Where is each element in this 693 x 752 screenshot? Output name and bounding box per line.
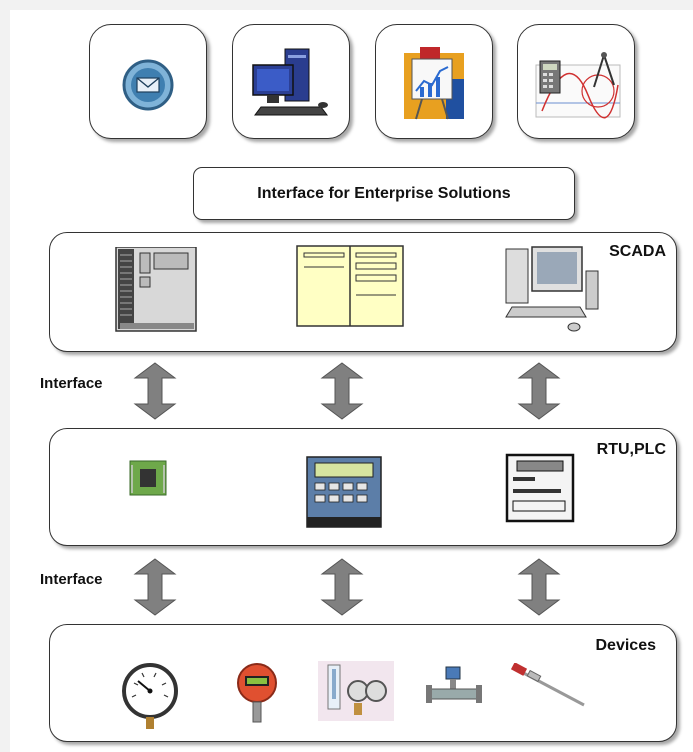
double-arrow-icon: [133, 362, 177, 420]
enterprise-interface-banner: Interface for Enterprise Solutions: [193, 167, 575, 220]
circuit-chip-icon: [129, 460, 167, 496]
scada-layer: SCADA: [49, 232, 677, 352]
interface-label-lower: Interface: [40, 571, 103, 588]
pressure-gauge-icon: [122, 663, 178, 729]
double-arrow-icon: [517, 362, 561, 420]
rtu-panel-icon: [505, 453, 575, 523]
calculator-graph-icon-box: [517, 24, 635, 139]
email-icon-box: [89, 24, 207, 139]
presentation-chart-icon-box: [375, 24, 493, 139]
flow-regulator-icon: [318, 661, 394, 721]
devices-label: Devices: [595, 637, 657, 654]
calculator-graph-icon: [535, 52, 621, 119]
control-panel-icon: [296, 245, 404, 327]
desktop-computer-icon: [252, 48, 328, 116]
temperature-probe-icon: [510, 663, 585, 707]
double-arrow-icon: [320, 558, 364, 616]
banner-label: Interface for Enterprise Solutions: [257, 184, 511, 202]
double-arrow-icon: [517, 558, 561, 616]
rtu-plc-label: RTU,PLC: [596, 441, 666, 458]
presentation-chart-icon: [404, 47, 464, 120]
scada-label: SCADA: [609, 243, 666, 260]
email-icon: [122, 59, 174, 111]
server-rack-icon: [115, 247, 197, 332]
devices-layer: Devices: [49, 624, 677, 742]
workstation-computer-icon: [505, 246, 599, 332]
desktop-computer-icon-box: [232, 24, 350, 139]
double-arrow-icon: [320, 362, 364, 420]
flow-meter-icon: [426, 666, 482, 703]
double-arrow-icon: [133, 558, 177, 616]
interface-label-upper: Interface: [40, 375, 103, 392]
rtu-plc-layer: RTU,PLC: [49, 428, 677, 546]
digital-gauge-icon: [237, 663, 277, 723]
plc-controller-icon: [306, 456, 382, 528]
